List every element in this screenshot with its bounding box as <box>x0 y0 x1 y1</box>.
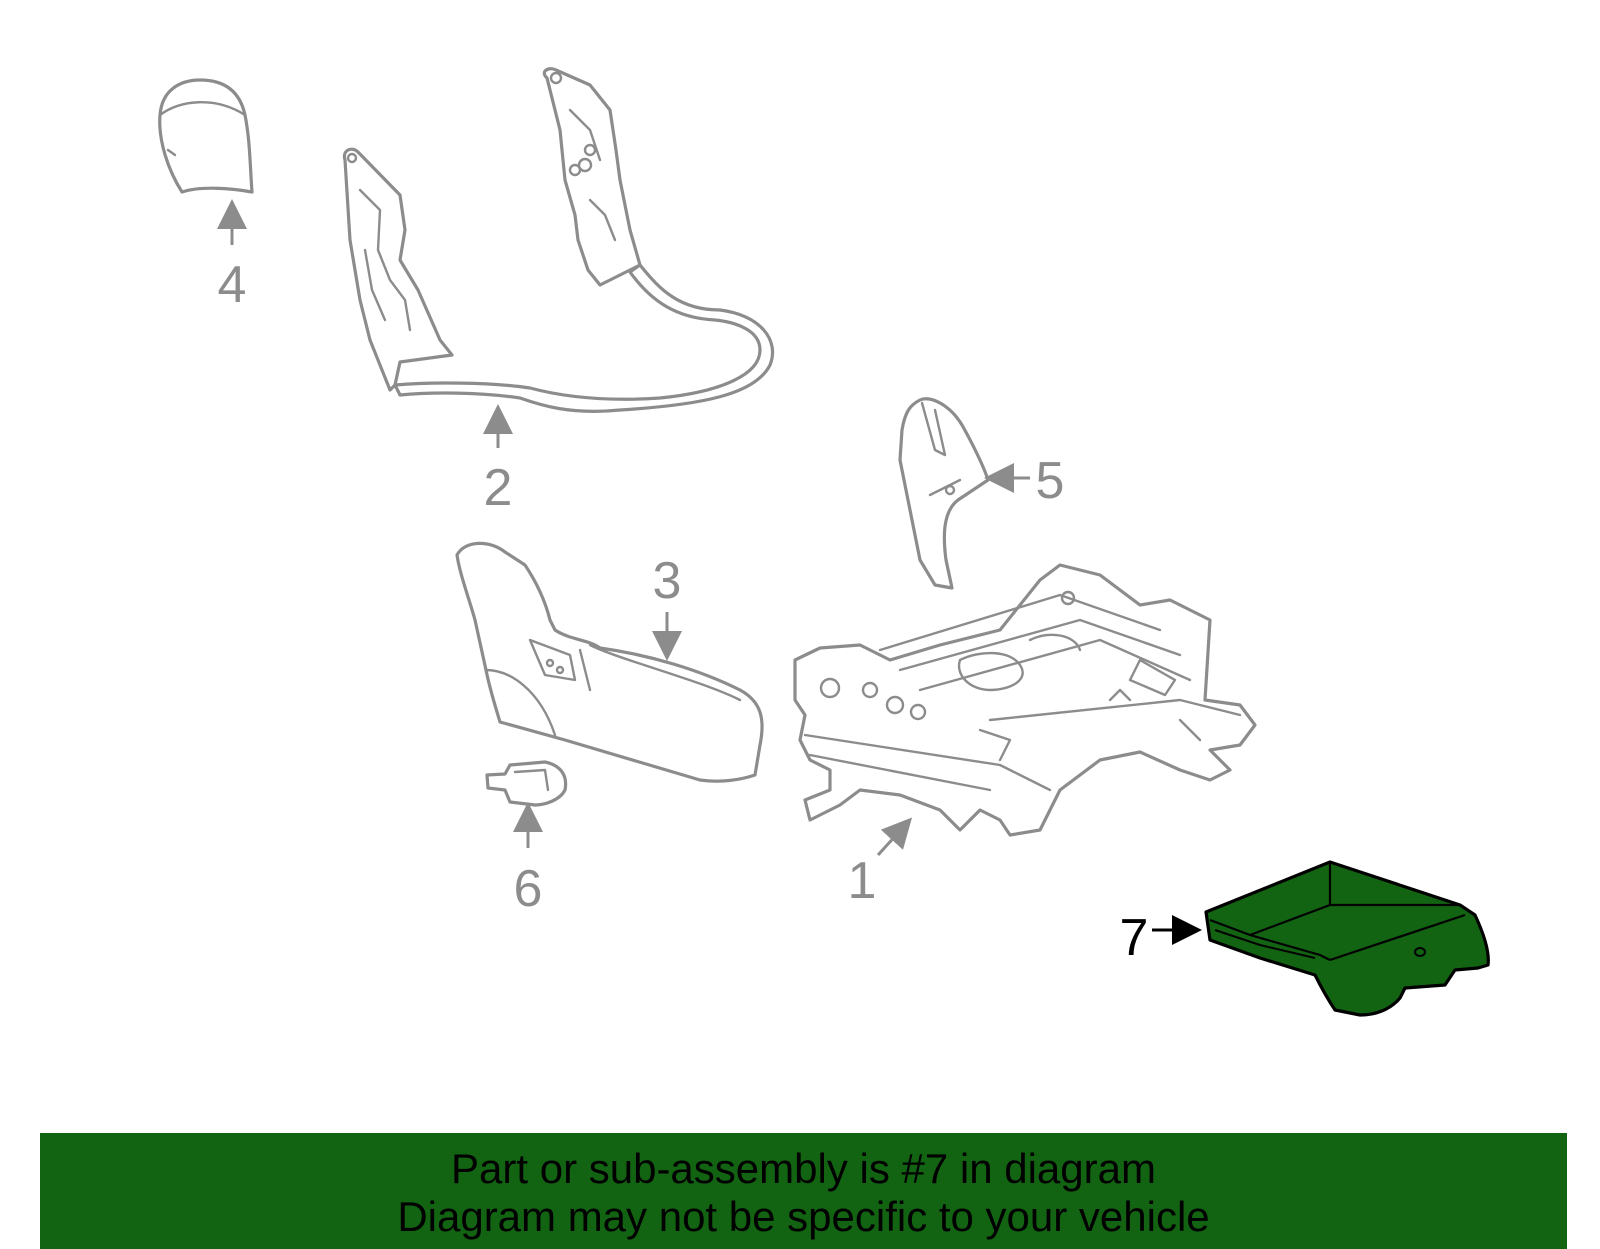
part-2-seatback-frame[interactable] <box>342 67 775 413</box>
part-6-knob[interactable] <box>485 760 568 807</box>
callout-6: 6 <box>513 802 543 918</box>
callout-6-label: 6 <box>514 860 543 918</box>
callout-5: 5 <box>984 452 1065 510</box>
part-7-seat-cushion-frame[interactable] <box>1204 860 1490 1017</box>
callout-4: 4 <box>217 199 247 314</box>
callout-2-label: 2 <box>484 459 513 517</box>
banner-line-1: Part or sub-assembly is #7 in diagram <box>451 1145 1156 1192</box>
callout-7: 7 <box>1120 909 1202 967</box>
part-1-seat-track[interactable] <box>793 563 1257 837</box>
callout-3: 3 <box>652 552 682 661</box>
info-banner: Part or sub-assembly is #7 in diagram Di… <box>40 1133 1567 1249</box>
part-4-headrest[interactable] <box>158 78 254 194</box>
callout-3-label: 3 <box>653 552 682 610</box>
banner-line-2: Diagram may not be specific to your vehi… <box>397 1193 1210 1240</box>
part-3-side-trim[interactable] <box>455 541 764 783</box>
callout-4-label: 4 <box>218 256 247 314</box>
callout-5-label: 5 <box>1036 452 1065 510</box>
parts-diagram: 4 2 5 3 <box>158 67 1490 1017</box>
callout-1: 1 <box>848 817 913 910</box>
callout-1-label: 1 <box>848 852 877 910</box>
part-5-shield[interactable] <box>898 397 990 590</box>
callout-2: 2 <box>483 404 513 517</box>
callout-7-label: 7 <box>1120 909 1149 967</box>
